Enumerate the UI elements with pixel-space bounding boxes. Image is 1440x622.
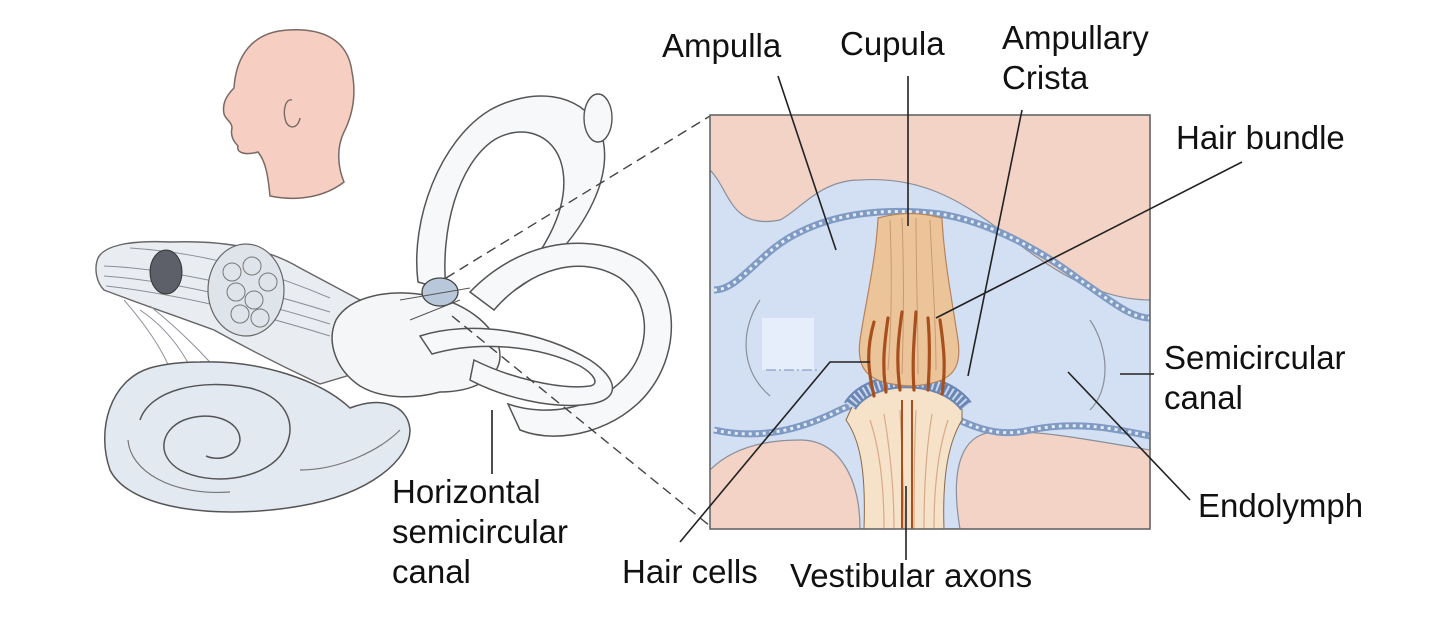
label-semicircular-canal: Semicircular canal [1164, 338, 1346, 418]
label-hair-bundle: Hair bundle [1176, 119, 1345, 156]
ampullary-crista-leader [967, 109, 1023, 377]
label-vestibular-axons: Vestibular axons [790, 557, 1033, 594]
leader-lines [491, 75, 1243, 560]
endolymph-leader [1067, 371, 1191, 501]
head-illustration [222, 29, 355, 200]
hair-bundles [867, 310, 946, 398]
horizontal-canal [418, 327, 614, 407]
vestibular-axons-drawing [869, 409, 949, 529]
zoom-line-lower [451, 315, 711, 527]
hair-bundle-leader [935, 161, 1243, 319]
hair-cells-leader [679, 361, 870, 543]
zoom-line-upper [445, 115, 711, 279]
ampulla-region [421, 277, 459, 307]
anterior-ampulla [583, 93, 613, 143]
label-endolymph: Endolymph [1198, 487, 1364, 524]
cochlea [103, 361, 411, 513]
label-ampullary-crista-line2: Crista [1002, 59, 1089, 96]
label-cupula: Cupula [840, 25, 945, 62]
ampulla-leader [777, 75, 837, 251]
label-horizontal-line2: semicircular [392, 513, 569, 550]
label-ampullary-crista-line1: Ampullary [1002, 19, 1149, 56]
ampulla-detail-panel [710, 115, 1150, 529]
label-ampullary-crista: Ampullary Crista [1002, 18, 1149, 98]
label-horizontal-line1: Horizontal [392, 473, 541, 510]
posterior-canal [468, 242, 673, 437]
label-ampulla: Ampulla [662, 27, 782, 64]
vestibulocochlear-nerve [95, 240, 391, 391]
ampulla-detail-frame [709, 114, 1151, 530]
label-semicircular-canal-line1: Semicircular [1164, 339, 1346, 376]
label-semicircular-canal-line2: canal [1164, 379, 1243, 416]
label-horizontal-line3: canal [392, 553, 471, 590]
inner-ear-labyrinth [95, 93, 673, 513]
label-horizontal-semicircular-canal: Horizontal semicircular canal [392, 472, 568, 592]
label-hair-cells: Hair cells [622, 553, 758, 590]
